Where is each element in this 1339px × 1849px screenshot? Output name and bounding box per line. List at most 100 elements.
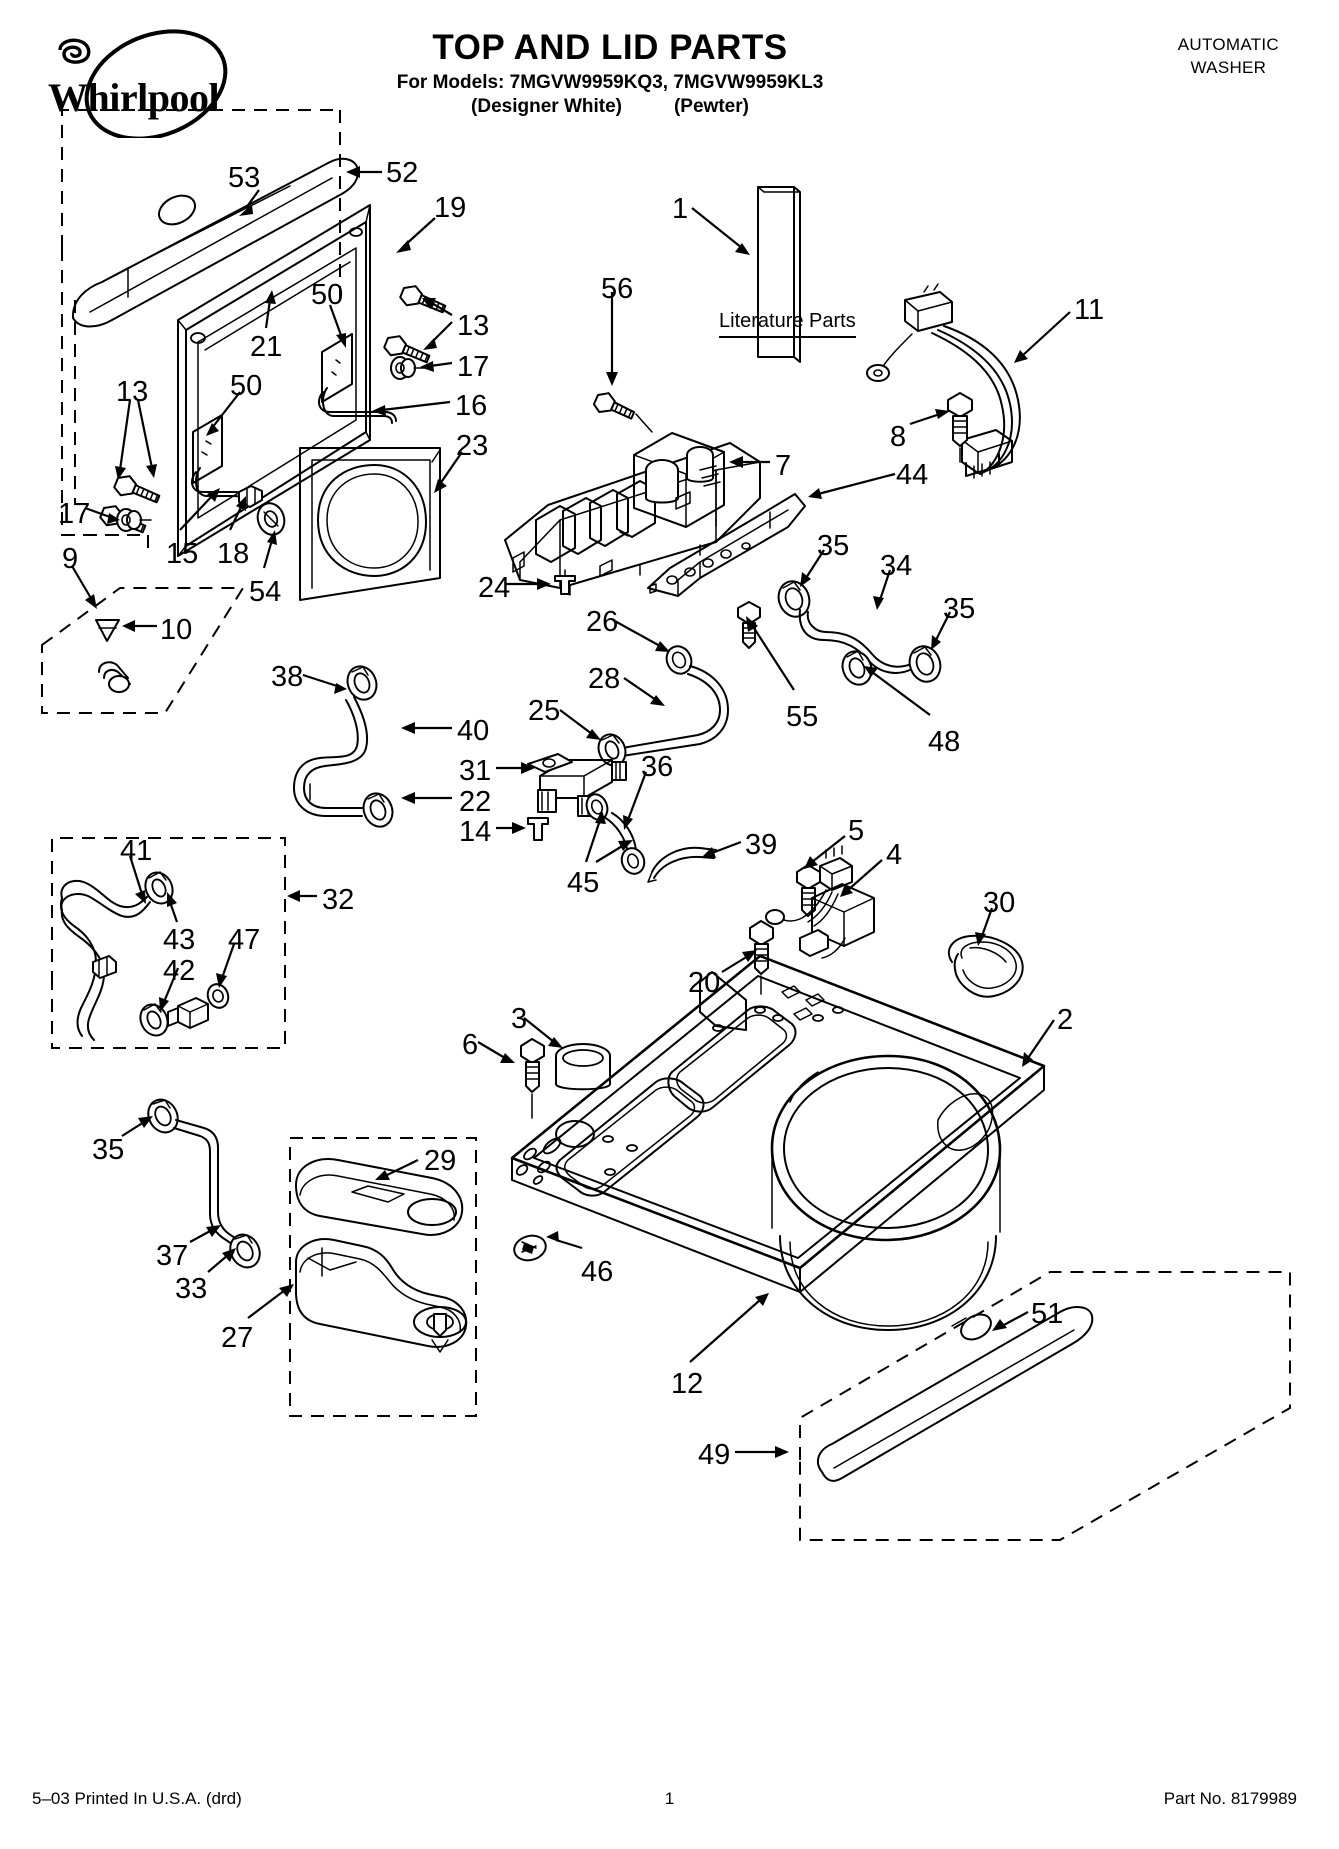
callout-number-27: 27	[221, 1322, 254, 1354]
hose-34	[798, 609, 917, 674]
callout-number-17: 17	[58, 498, 91, 530]
lid-switch-4	[765, 845, 875, 959]
callout-number-16: 16	[455, 390, 488, 422]
hose-40-assembly	[293, 665, 394, 828]
appliance-type-line2: WASHER	[1190, 57, 1267, 77]
callout-number-21: 21	[250, 331, 283, 363]
callout-number-38: 38	[271, 661, 304, 693]
callout-number-24: 24	[478, 572, 511, 604]
screw-20	[749, 920, 774, 995]
callout-number-5: 5	[848, 815, 865, 847]
callout-number-26: 26	[586, 606, 619, 638]
screws-13	[99, 285, 447, 534]
callout-number-41: 41	[120, 835, 153, 867]
callout-number-20: 20	[688, 967, 721, 999]
callout-number-6: 6	[462, 1029, 479, 1061]
callout-number-15: 15	[166, 538, 199, 570]
whirlpool-logo: Whirlpool	[38, 28, 298, 138]
callout-number-48: 48	[928, 726, 961, 758]
callout-number-45: 45	[567, 867, 600, 899]
callout-number-50: 50	[311, 279, 344, 311]
callout-number-29: 29	[424, 1145, 457, 1177]
callout-number-3: 3	[511, 1003, 528, 1035]
callout-number-28: 28	[588, 663, 621, 695]
leader-lines	[71, 166, 1071, 1458]
fastener-24	[554, 569, 576, 595]
appliance-type: AUTOMATIC WASHER	[1178, 34, 1279, 80]
callout-number-35: 35	[943, 593, 976, 625]
plug-group-box-9	[41, 587, 245, 714]
lid-trim-group-box	[61, 109, 341, 555]
valve-31	[527, 753, 627, 817]
clamp-48	[841, 650, 873, 686]
callout-number-13: 13	[116, 376, 149, 408]
callout-number-36: 36	[641, 751, 674, 783]
page-footer: 5–03 Printed In U.S.A. (drd) 1 Part No. …	[0, 1789, 1339, 1811]
screw-8	[947, 392, 973, 463]
appliance-type-line1: AUTOMATIC	[1177, 35, 1279, 54]
callout-number-23: 23	[456, 430, 489, 462]
lid-opening-frame-23	[299, 447, 441, 601]
callout-number-33: 33	[175, 1273, 208, 1305]
callout-number-31: 31	[459, 755, 492, 787]
callout-number-47: 47	[228, 924, 261, 956]
models-line: For Models: 7MGVW9959KQ3, 7MGVW9959KL3	[396, 71, 824, 93]
callout-number-44: 44	[896, 459, 929, 491]
callout-number-53: 53	[228, 162, 261, 194]
callout-number-43: 43	[163, 924, 196, 956]
callout-number-34: 34	[880, 550, 913, 582]
page-title: TOP AND LID PARTS	[432, 28, 788, 67]
callout-number-2: 2	[1057, 1004, 1074, 1036]
callout-number-51: 51	[1031, 1298, 1064, 1330]
callout-number-30: 30	[983, 887, 1016, 919]
callout-number-8: 8	[890, 421, 907, 453]
color-pewter: (Pewter)	[673, 95, 749, 117]
timer-switch-assembly-7	[504, 432, 761, 596]
callout-number-42: 42	[163, 955, 196, 987]
callout-number-46: 46	[581, 1256, 614, 1288]
callout-number-10: 10	[160, 614, 193, 646]
callout-number-12: 12	[671, 1368, 704, 1400]
clamp-35-upper	[777, 580, 811, 618]
lid-frame	[177, 204, 397, 557]
callout-number-7: 7	[775, 450, 792, 482]
callout-number-22: 22	[459, 786, 492, 818]
callout-number-19: 19	[434, 192, 467, 224]
hinge-arms-box-27	[289, 1137, 477, 1417]
callout-number-9: 9	[62, 543, 79, 575]
fastener-14	[527, 817, 549, 841]
callout-number-14: 14	[459, 816, 492, 848]
retainer-clip-46	[513, 1234, 547, 1262]
callout-number-17: 17	[457, 351, 490, 383]
callout-number-39: 39	[745, 829, 778, 861]
callout-number-56: 56	[601, 273, 634, 305]
hose-36-assembly	[585, 793, 646, 875]
callout-number-13: 13	[457, 310, 490, 342]
color-designer-white: (Designer White)	[471, 95, 622, 117]
literature-parts-label: Literature Parts	[719, 310, 856, 338]
callout-number-4: 4	[886, 839, 903, 871]
callout-number-35: 35	[92, 1134, 125, 1166]
callout-number-32: 32	[322, 884, 355, 916]
callout-number-54: 54	[249, 576, 282, 608]
callout-number-37: 37	[156, 1240, 189, 1272]
clip-39	[647, 846, 717, 883]
callout-number-1: 1	[672, 193, 689, 225]
bushing-18	[238, 485, 263, 508]
color-variants: (Designer White) (Pewter)	[300, 95, 920, 119]
callout-number-49: 49	[698, 1439, 731, 1471]
part-number: Part No. 8179989	[1163, 1789, 1297, 1808]
callout-number-55: 55	[786, 701, 819, 733]
page-number: 1	[664, 1789, 675, 1808]
callout-number-25: 25	[528, 695, 561, 727]
callout-number-52: 52	[386, 157, 419, 189]
callout-number-11: 11	[1074, 294, 1105, 326]
bushing-ring-3	[555, 1043, 611, 1091]
screw-56	[592, 392, 653, 433]
screw-5	[796, 864, 821, 917]
screw-6	[520, 1038, 545, 1119]
brand-wordmark: Whirlpool	[48, 75, 220, 120]
callout-number-50: 50	[230, 370, 263, 402]
